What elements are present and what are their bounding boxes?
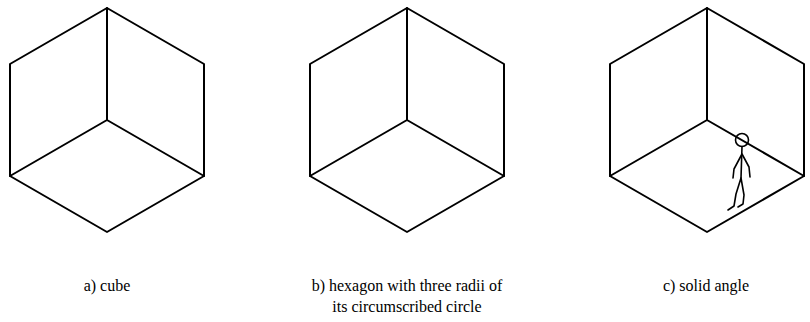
cube-edges [10,8,204,176]
hexagon-figure [310,8,504,232]
hexagon-radii [310,8,504,176]
stick-figure [728,134,750,211]
hexagon-outline [310,8,504,232]
hexagon-outline [10,8,204,232]
hexagon-outline [610,8,804,232]
solid-angle-figure [610,8,804,232]
cube-figure [10,8,204,232]
corner-edges [610,8,804,176]
figure-legs [728,178,744,210]
figure-body [741,147,742,179]
figure-caption: a) cube [7,275,207,296]
figure-caption: c) solid angle [606,275,806,296]
figure-caption: b) hexagon with three radii of its circu… [308,275,506,317]
figure-head [736,134,749,147]
figure-arms [733,154,750,178]
